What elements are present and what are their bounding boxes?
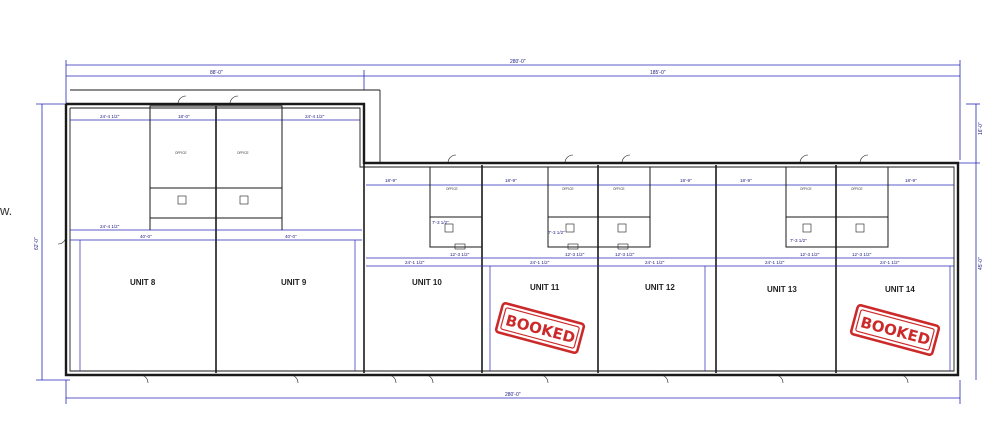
svg-text:24'-1 1/2": 24'-1 1/2" (530, 260, 550, 265)
unit-label-11: UNIT 11 (530, 283, 560, 292)
svg-text:7'-3 1/2": 7'-3 1/2" (790, 238, 807, 243)
svg-text:18'-9": 18'-9" (385, 178, 397, 183)
svg-text:12'-3 1/2": 12'-3 1/2" (800, 252, 820, 257)
office-label-14: OFFICE (851, 187, 863, 191)
door-swings (57, 95, 909, 384)
svg-text:24'-4 1/2": 24'-4 1/2" (100, 114, 120, 119)
unit-label-12: UNIT 12 (645, 283, 675, 292)
svg-text:40'-0": 40'-0" (140, 234, 152, 239)
svg-text:24'-4 1/2": 24'-4 1/2" (305, 114, 325, 119)
outer-wall-inner (69, 89, 955, 372)
left-cores (149, 105, 283, 230)
svg-text:18'-9": 18'-9" (740, 178, 752, 183)
office-label-10: OFFICE (446, 187, 458, 191)
dim-top-total: 280'-0" (510, 59, 526, 65)
svg-text:18'-9": 18'-9" (905, 178, 917, 183)
office-label-13: OFFICE (800, 187, 812, 191)
svg-text:7'-3 1/2": 7'-3 1/2" (432, 220, 449, 225)
office-label-9: OFFICE (237, 151, 249, 155)
unit-label-9: UNIT 9 (281, 278, 307, 287)
svg-text:12'-3 1/2": 12'-3 1/2" (565, 252, 585, 257)
restroom-fixtures (177, 195, 865, 250)
svg-text:12'-3 1/2": 12'-3 1/2" (852, 252, 872, 257)
booked-stamp-unit-14: BOOKED (849, 304, 941, 356)
outer-walls (64, 102, 960, 377)
interior-dim-lines (70, 119, 954, 371)
bottom-dimensions (65, 380, 961, 404)
svg-text:40'-0": 40'-0" (285, 234, 297, 239)
svg-text:24'-4 1/2": 24'-4 1/2" (100, 224, 120, 229)
office-label-11: OFFICE (562, 187, 574, 191)
left-dimensions (36, 103, 70, 381)
right-cores (429, 166, 889, 248)
dim-right-height: 45'-0" (978, 257, 984, 270)
svg-text:24'-1 1/2": 24'-1 1/2" (880, 260, 900, 265)
dim-right-top: 16'-0" (978, 122, 984, 135)
svg-text:18'-0": 18'-0" (178, 114, 190, 119)
svg-text:24'-1 1/2": 24'-1 1/2" (405, 260, 425, 265)
svg-text:12'-3 1/2": 12'-3 1/2" (450, 252, 470, 257)
unit-label-13: UNIT 13 (767, 285, 797, 294)
svg-text:24'-1 1/2": 24'-1 1/2" (645, 260, 665, 265)
booked-stamp-unit-11: BOOKED (494, 302, 586, 354)
room-dimensions: 24'-4 1/2" 18'-0" 24'-4 1/2" 24'-4 1/2" … (100, 114, 917, 265)
top-dimensions (65, 60, 961, 160)
unit-label-10: UNIT 10 (412, 278, 442, 287)
dim-left-wing: 88'-0" (210, 70, 223, 76)
unit-label-8: UNIT 8 (130, 278, 156, 287)
office-label-12: OFFICE (613, 187, 625, 191)
office-label-8: OFFICE (175, 151, 187, 155)
dim-bottom-total: 280'-0" (505, 392, 521, 398)
svg-text:12'-3 1/2": 12'-3 1/2" (615, 252, 635, 257)
dim-left-height: 62'-0" (34, 237, 40, 250)
svg-text:18'-9": 18'-9" (505, 178, 517, 183)
dim-right-wing: 185'-0" (650, 70, 666, 76)
svg-text:18'-9": 18'-9" (680, 178, 692, 183)
svg-text:7'-3 1/2": 7'-3 1/2" (548, 230, 565, 235)
right-dimensions (956, 103, 980, 380)
unit-label-14: UNIT 14 (885, 285, 915, 294)
svg-text:24'-1 1/2": 24'-1 1/2" (765, 260, 785, 265)
side-caption: w. (0, 203, 13, 218)
